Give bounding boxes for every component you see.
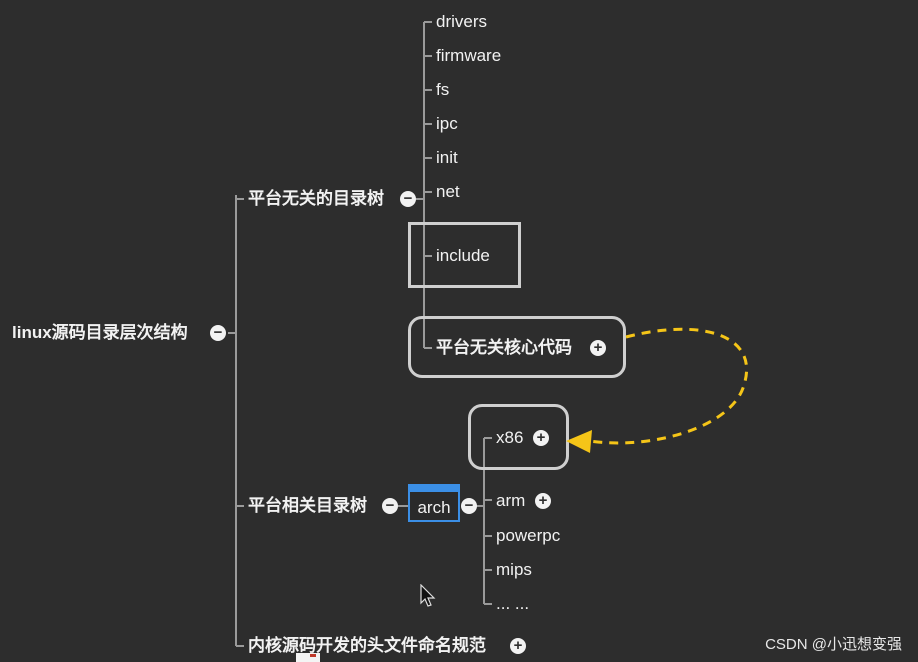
tree-leaf-net[interactable]: net	[436, 182, 460, 201]
expand-icon[interactable]: +	[533, 430, 549, 446]
tree-leaf-arm[interactable]: arm	[496, 491, 526, 510]
arch-node-selected[interactable]: arch	[408, 484, 460, 522]
collapse-icon[interactable]: −	[400, 191, 416, 207]
branch-platform-independent[interactable]: 平台无关的目录树	[248, 189, 384, 208]
watermark: CSDN @小迅想变强	[765, 636, 902, 653]
tree-leaf-init[interactable]: init	[436, 148, 458, 167]
expand-icon[interactable]: +	[510, 638, 526, 654]
x86-highlight-box	[468, 404, 569, 470]
tree-leaf-mips[interactable]: mips	[496, 560, 532, 579]
tree-leaf-x86[interactable]: x86	[496, 428, 524, 447]
expand-icon[interactable]: +	[590, 340, 606, 356]
tree-leaf-include[interactable]: include	[436, 246, 490, 265]
collapse-icon[interactable]: −	[461, 498, 477, 514]
branch-platform-dependent[interactable]: 平台相关目录树	[248, 496, 367, 515]
tree-leaf-drivers[interactable]: drivers	[436, 12, 488, 31]
tree-leaf-fs[interactable]: fs	[436, 80, 450, 99]
video-overlay-icon	[296, 653, 320, 662]
selection-handle-bar	[410, 486, 458, 492]
core-highlight-box	[408, 316, 626, 378]
tree-leaf-ipc[interactable]: ipc	[436, 114, 458, 133]
collapse-icon[interactable]: −	[210, 325, 226, 341]
include-highlight-box	[408, 222, 521, 288]
collapse-icon[interactable]: −	[382, 498, 398, 514]
tree-leaf-firmware[interactable]: firmware	[436, 46, 502, 65]
tree-leaf-powerpc[interactable]: powerpc	[496, 526, 561, 545]
expand-icon[interactable]: +	[535, 493, 551, 509]
root-node-label: linux源码目录层次结构	[12, 323, 188, 342]
branch-header-naming[interactable]: 内核源码开发的头文件命名规范	[248, 636, 486, 655]
arch-node-label: arch	[417, 498, 451, 517]
core-code-node[interactable]: 平台无关核心代码	[436, 338, 572, 357]
tree-leaf-ellipsis[interactable]: ... ...	[496, 594, 530, 613]
mouse-pointer-icon	[420, 584, 436, 607]
